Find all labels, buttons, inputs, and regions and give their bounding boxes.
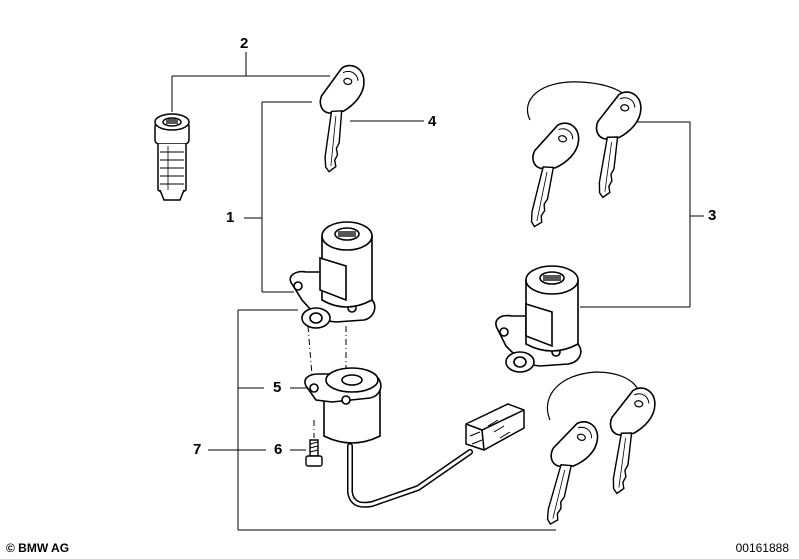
copyright-text: © BMW AG [6,541,70,555]
key-icon [597,382,659,499]
key-icon [515,116,584,233]
leader-lines [171,52,704,531]
lock-cylinder-icon [154,113,190,201]
screw-icon [305,439,323,467]
callout-3: 3 [708,207,717,224]
key-icon [531,414,603,532]
image-number: 00161888 [735,541,789,555]
callout-5: 5 [273,379,282,396]
switch-icon [304,367,382,444]
cable [347,443,473,508]
connector-icon [465,403,525,451]
key-icon [583,86,645,203]
ignition-lock-icon [289,221,376,329]
callout-4: 4 [428,113,437,130]
ignition-lock-icon [495,265,582,373]
callout-2: 2 [240,35,249,52]
callout-6: 6 [274,441,283,458]
callout-1: 1 [226,209,235,226]
key-icon [309,61,368,176]
callout-7: 7 [193,441,202,458]
